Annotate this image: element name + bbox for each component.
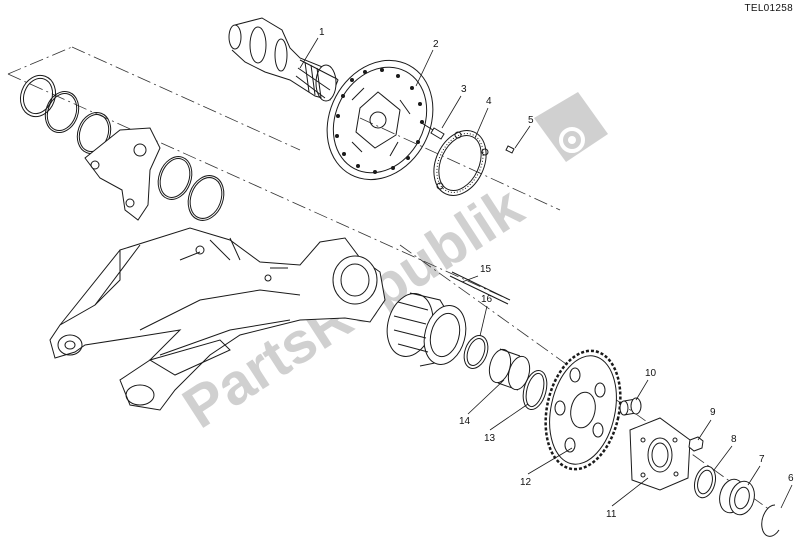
part-eccentric-hub (386, 292, 467, 367)
part-caliper-bracket (84, 127, 161, 221)
part-nut (688, 436, 704, 452)
callout-9: 9 (710, 407, 716, 418)
callout-10: 10 (645, 368, 657, 379)
callout-6: 6 (788, 473, 794, 484)
part-clip (449, 271, 511, 305)
drawing-code: TEL01258 (744, 3, 793, 14)
callout-12: 12 (520, 477, 532, 488)
callout-3: 3 (461, 84, 467, 95)
callout-11: 11 (606, 509, 617, 520)
part-hub-axle (228, 17, 339, 102)
part-ring-nut (719, 478, 755, 516)
part-sprocket (544, 349, 622, 471)
callout-14: 14 (459, 416, 471, 427)
callout-1: 1 (319, 27, 325, 38)
part-sprocket-carrier (629, 417, 691, 491)
leader-lines (299, 37, 793, 509)
part-brake-disc (326, 59, 434, 181)
callout-7: 7 (759, 454, 765, 465)
callout-2: 2 (433, 39, 439, 50)
part-circlip (761, 504, 780, 537)
part-disc-screw (419, 121, 445, 140)
watermark-gear-icon (534, 92, 608, 162)
callout-13: 13 (484, 433, 496, 444)
part-snap-ring-16 (463, 335, 489, 369)
part-washer (693, 465, 717, 499)
callout-8: 8 (731, 434, 737, 445)
callout-5: 5 (528, 115, 534, 126)
part-swingarm (49, 227, 386, 411)
callout-15: 15 (480, 264, 492, 275)
callout-16: 16 (481, 294, 493, 305)
callout-4: 4 (486, 96, 492, 107)
part-small-screw (505, 145, 515, 154)
part-tone-ring (433, 130, 489, 196)
part-bushing (488, 348, 531, 391)
part-o-ring (522, 369, 548, 411)
part-cush-bolt (619, 397, 642, 416)
